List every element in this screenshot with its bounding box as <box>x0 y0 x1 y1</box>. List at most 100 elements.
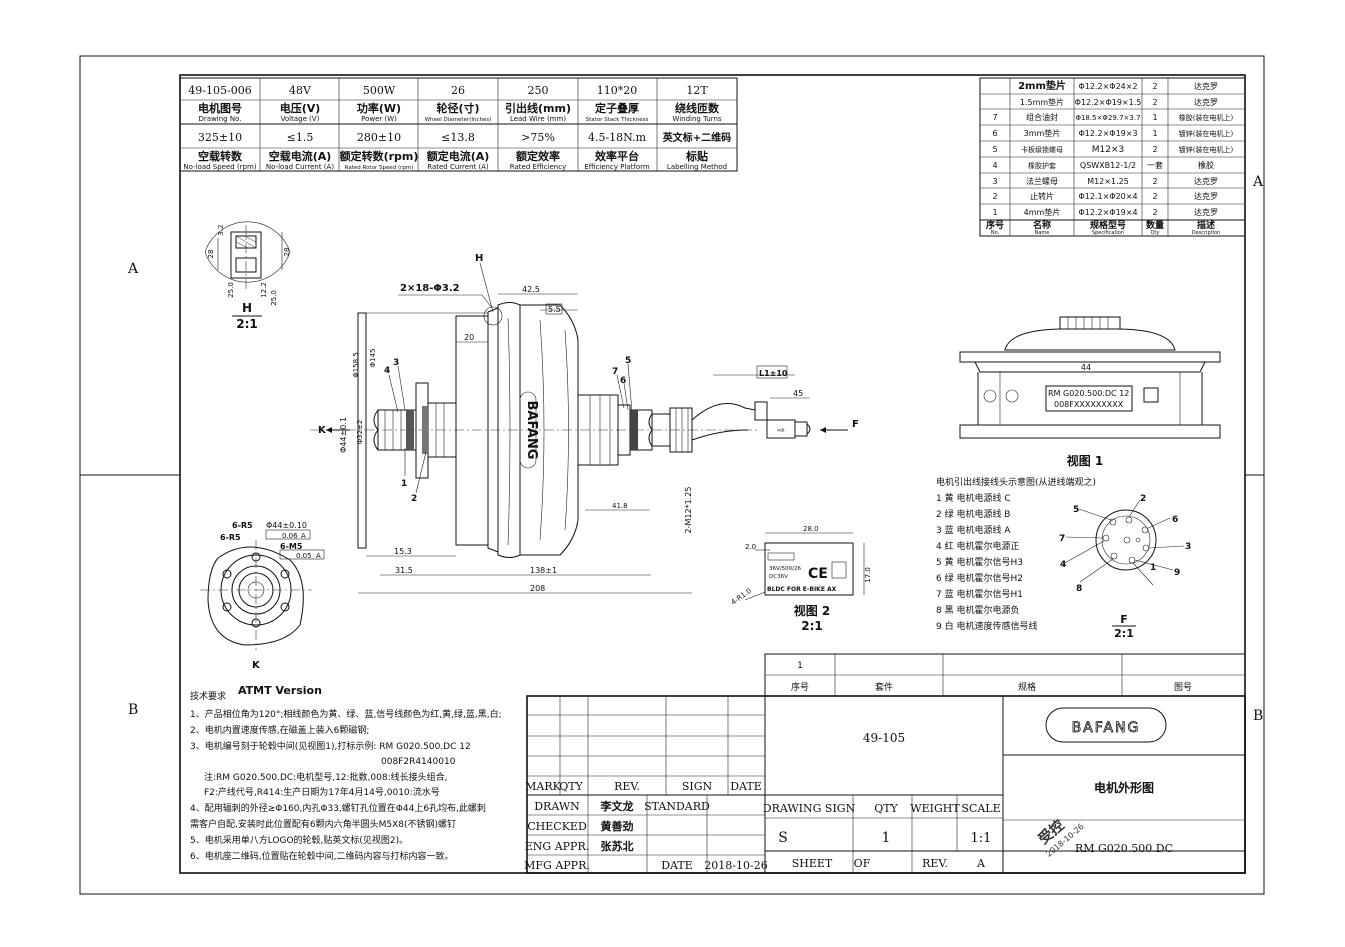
svg-text:BAFANG: BAFANG <box>769 555 789 561</box>
tb-mfg-label: MFG APPR. <box>524 859 590 872</box>
spec-en: No-load Speed (rpm) <box>183 163 256 171</box>
part-spec: Φ18.5×Φ29.7×3.7 <box>1075 114 1140 122</box>
revision-table: 1 序号 套件 规格 图号 <box>764 653 1246 697</box>
spec-cn: 空载转数 <box>198 149 243 163</box>
part-name: 橡胶护套 <box>1028 161 1056 170</box>
spec-cn: 轮径(寸) <box>436 101 479 115</box>
callout-5: 5 <box>625 356 631 366</box>
dim-h-2: 25.0 <box>227 282 235 298</box>
parts-header-en: No. <box>991 230 1000 236</box>
view-k-title: K <box>252 660 261 671</box>
parts-header-en: Description <box>1192 230 1220 236</box>
spec-en: Wheel Diameter(Inches) <box>425 117 492 123</box>
spec-cn: 效率平台 <box>595 149 639 163</box>
tb-scale-label: SCALE <box>961 802 1000 815</box>
view-k-tol1: 0.06 <box>282 532 298 540</box>
part-qty: 2 <box>1152 192 1157 201</box>
tb-checked-label: CHECKED <box>527 820 587 833</box>
spec-rated-speed: 280±10 <box>357 131 401 144</box>
version-label: ATMT Version <box>238 684 322 697</box>
spec-turns: 12T <box>686 84 708 97</box>
pin-2: 2 <box>1140 494 1146 504</box>
parts-header-qty: 数量 <box>1146 219 1164 231</box>
spec-en: Winding Turns <box>672 115 721 123</box>
tb-eng-name: 张苏北 <box>601 839 634 853</box>
dim-138: 138±1 <box>530 566 557 575</box>
part-spec: Φ12.2×Φ24×2 <box>1078 82 1137 91</box>
spec-en: Voltage (V) <box>281 115 320 123</box>
arrow-k-label: K <box>318 425 327 436</box>
parts-header-en: Name <box>1035 230 1050 236</box>
spec-wheel: 26 <box>451 84 465 97</box>
tb-qty-value: 1 <box>882 830 891 846</box>
dim-h-4: 25.0 <box>270 290 278 306</box>
part-qty: 1 <box>1152 129 1157 138</box>
wiring-item-8: 8 黑 电机霍尔电源负 <box>936 604 1019 616</box>
rev-header-drawing: 图号 <box>1174 682 1192 693</box>
part-desc: 镀锌(装在电机上) <box>1179 145 1234 154</box>
wiring-item-1: 1 黄 电机电源线 C <box>936 492 1011 504</box>
dim-31: 31.5 <box>395 566 413 575</box>
view-k-datum1: A <box>301 532 306 540</box>
part-qty: 1 <box>1152 113 1157 122</box>
svg-text:⇨: ⇨ <box>777 426 785 436</box>
pin-4: 4 <box>1060 560 1066 570</box>
spec-voltage: 48V <box>289 84 312 97</box>
part-desc: 达克罗 <box>1194 97 1218 107</box>
spec-en: Rated Rotor Speed (rpm) <box>345 165 414 171</box>
tb-sign: SIGN <box>682 780 713 793</box>
part-spec: Φ12.2×Φ19×1.5 <box>1075 98 1142 107</box>
detail-h-title: H <box>242 301 252 315</box>
tb-sheet: SHEET <box>792 857 833 870</box>
note-line-5: 注:RM G020.500.DC:电机型号,12:批数,008:线长接头组合, <box>204 771 448 783</box>
tb-qty: QTY <box>559 780 583 793</box>
part-qty: 2 <box>1152 177 1157 186</box>
part-desc: 达克罗 <box>1194 81 1218 91</box>
view1-dim: 44 <box>1081 363 1091 372</box>
wiring-item-5: 5 黄 电机霍尔信号H3 <box>936 556 1023 568</box>
view-1: RM G020.500.DC 12 008FXXXXXXXXX 44 视图 1 <box>959 316 1221 468</box>
tb-eng-label: ENG APPR. <box>525 840 589 853</box>
note-line-6: F2:产线代号,R414:生产日期为17年4月14号,0010:流水号 <box>204 786 440 798</box>
part-spec: Φ12.1×Φ20×4 <box>1078 192 1137 201</box>
spec-cn: 功率(W) <box>357 101 401 115</box>
dim-20: 20 <box>464 333 474 342</box>
tb-date-value: 2018-10-26 <box>704 859 767 872</box>
company-name: BAFANG <box>1072 720 1141 736</box>
rev-header-no: 序号 <box>791 681 809 693</box>
wiring-item-2: 2 绿 电机电源线 B <box>936 508 1010 520</box>
spec-rated-current: ≤13.8 <box>441 131 475 144</box>
dim-holes: 2×18-Φ3.2 <box>400 283 460 294</box>
tb-drawing-sign: DRAWING SIGN <box>763 802 856 815</box>
note-line-4: 008F2R4140010 <box>381 757 456 767</box>
view-k-dim-dia: Φ44±0.10 <box>266 521 307 530</box>
view-k: 6-R5 6-R5 Φ44±0.10 0.06 A 6-M5 0.05 A K <box>200 521 325 671</box>
part-no: 1 <box>992 208 997 217</box>
ce-mark: CE <box>808 566 828 582</box>
part-desc: 镀锌(装在电机上) <box>1179 129 1234 138</box>
part-spec: M12×3 <box>1092 145 1124 155</box>
spec-cn: 空载电流(A) <box>269 149 332 163</box>
company-logo <box>1045 707 1167 743</box>
part-no: 7 <box>992 113 997 122</box>
connector-pinout: 1 2 3 4 5 6 7 8 9 F 2:1 <box>1059 494 1191 640</box>
spec-en: Stator Stack Thickness <box>586 117 649 123</box>
tb-title-cn: 电机外形图 <box>1094 780 1154 795</box>
parts-header-en: Qty <box>1151 230 1160 236</box>
view2-scale: 2:1 <box>801 619 823 633</box>
view2-label-line2: DC36V <box>769 574 788 580</box>
tb-rev-label: REV. <box>922 857 948 870</box>
note-line-1: 1、产品相位角为120°;相线颜色为黄、绿、蓝,信号线颜色为红,黄,绿,蓝,黑,… <box>190 708 502 720</box>
wiring-heading: 电机引出线接线头示意图(从进线端观之) <box>936 476 1096 488</box>
rev-row-no: 1 <box>797 661 803 671</box>
part-desc: 达克罗 <box>1194 207 1218 217</box>
callout-2: 2 <box>411 494 417 504</box>
dim-dia158: Φ158.5 <box>352 352 360 378</box>
title-block: MARK QTY REV. SIGN DATE DRAWN 李文龙 STANDA… <box>524 695 1246 874</box>
pin-6: 6 <box>1172 515 1178 525</box>
view1-label-line2: 008FXXXXXXXXX <box>1054 400 1124 409</box>
pin-5: 5 <box>1073 505 1079 515</box>
dim-45: 45 <box>793 389 803 398</box>
wiring-item-3: 3 蓝 电机电源线 A <box>936 524 1011 536</box>
